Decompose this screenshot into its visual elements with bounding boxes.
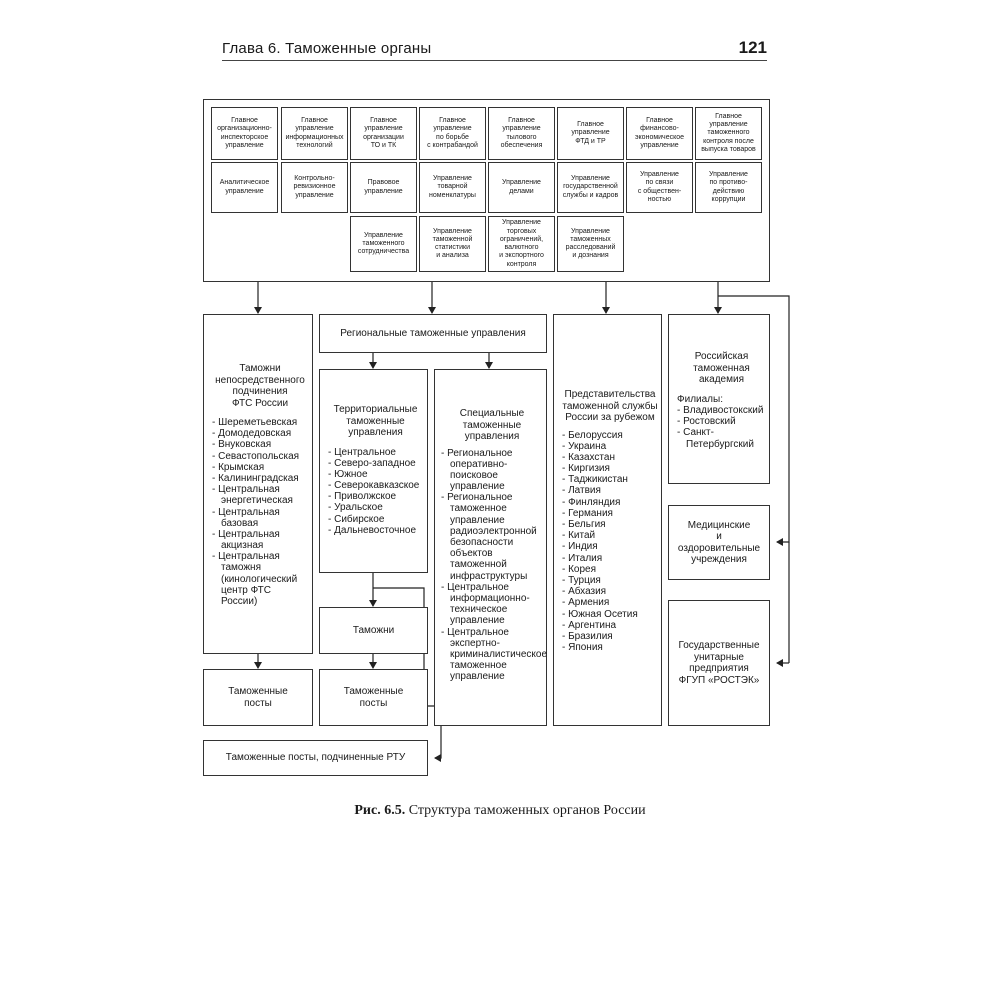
list-item: Аргентина [562,620,658,631]
department-box: Главное управление ФТД и ТР [557,107,624,160]
list-item: Абхазия [562,586,658,597]
medical-institutions-box: Медицинские и оздоровительные учреждения [668,505,770,580]
list-item: Приволжское [328,491,423,502]
regional-customs-box: Региональные таможенные управления [319,314,547,353]
list-item: Южное [328,469,423,480]
academy-branches-list: Владивостокский Ростовский Санкт-Петербу… [677,405,766,450]
representatives-box: Представительства таможенной службы Росс… [553,314,662,726]
header-divider [222,60,767,61]
department-box: Управление таможенных расследований и до… [557,216,624,272]
figure-label: Рис. 6.5. [354,803,406,818]
department-box: Главное управление таможенного контроля … [695,107,762,160]
chapter-title: Глава 6. Таможенные органы [222,40,432,57]
list-item: Региональное оперативно-поисковое управл… [441,448,543,493]
department-box: Правовое управление [350,162,417,213]
list-item: Центральное экспертно-криминалистическое… [441,627,547,683]
list-item: Южная Осетия [562,609,658,620]
department-box: Главное управление информационных технол… [281,107,348,160]
list-item: Северо-западное [328,458,423,469]
list-item: Корея [562,564,658,575]
list-item: Бельгия [562,519,658,530]
department-box: Главное управление тылового обеспечения [488,107,555,160]
list-item: Таджикистан [562,474,658,485]
academy-branches-label: Филиалы: [677,393,723,405]
territorial-customs-box: Территориальные таможенные управления Це… [319,369,428,573]
list-item: Внуковская [212,439,308,450]
customs-posts-box: Таможенные посты [319,669,428,726]
representatives-list: Белоруссия Украина Казахстан Киргизия Та… [562,430,658,654]
list-item: Владивостокский [677,405,766,416]
department-box: Управление таможенного сотрудничества [350,216,417,272]
customs-box: Таможни [319,607,428,654]
list-item: Центральная таможня (кинологический цент… [212,551,308,607]
list-item: Украина [562,441,658,452]
list-item: Япония [562,642,658,653]
list-item: Дальневосточное [328,525,423,536]
list-item: Финляндия [562,497,658,508]
special-customs-box: Специальные таможенные управления Регион… [434,369,547,726]
department-box: Аналитическое управление [211,162,278,213]
department-box: Управление по связи с обществен- ностью [626,162,693,213]
figure-caption-text: Структура таможенных органов России [405,803,646,818]
list-item: Севастопольская [212,451,308,462]
academy-title: Российская таможенная академия [693,351,750,385]
list-item: Калининградская [212,473,308,484]
list-item: Киргизия [562,463,658,474]
list-item: Казахстан [562,452,658,463]
list-item: Китай [562,530,658,541]
department-box: Контрольно- ревизионное управление [281,162,348,213]
list-item: Центральное [328,447,423,458]
academy-box: Российская таможенная академия Филиалы: … [668,314,770,484]
page-number: 121 [738,38,767,57]
department-box: Управление таможенной статистики и анали… [419,216,486,272]
direct-customs-list: Шереметьевская Домодедовская Внуковская … [212,417,308,607]
representatives-title: Представительства таможенной службы Росс… [562,389,658,423]
department-box: Управление товарной номенклатуры [419,162,486,213]
list-item: Латвия [562,485,658,496]
list-item: Санкт-Петербургский [677,427,766,449]
territorial-list: Центральное Северо-западное Южное Северо… [328,447,423,537]
list-item: Уральское [328,502,423,513]
list-item: Бразилия [562,631,658,642]
department-box: Главное организационно- инспекторское уп… [211,107,278,160]
list-item: Армения [562,597,658,608]
list-item: Турция [562,575,658,586]
direct-customs-title: Таможни непосредственного подчинения ФТС… [215,363,305,409]
state-enterprises-box: Государственные унитарные предприятия ФГ… [668,600,770,726]
rtu-posts-box: Таможенные посты, подчиненные РТУ [203,740,428,776]
list-item: Индия [562,541,658,552]
figure-caption: Рис. 6.5. Структура таможенных органов Р… [0,803,1000,819]
direct-customs-box: Таможни непосредственного подчинения ФТС… [203,314,313,654]
list-item: Центральная базовая [212,507,308,529]
department-box: Главное управление по борьбе с контрабан… [419,107,486,160]
list-item: Северокавказское [328,480,423,491]
list-item: Центральная акцизная [212,529,308,551]
department-box: Главное управление организации ТО и ТК [350,107,417,160]
list-item: Германия [562,508,658,519]
list-item: Центральная энергетическая [212,484,308,506]
special-title: Специальные таможенные управления [459,408,525,442]
list-item: Региональное таможенное управление радио… [441,492,543,582]
list-item: Домодедовская [212,428,308,439]
list-item: Шереметьевская [212,417,308,428]
list-item: Центральное информационно-техническое уп… [441,582,543,627]
list-item: Ростовский [677,416,766,427]
department-box: Управление по противо- действию коррупци… [695,162,762,213]
list-item: Италия [562,553,658,564]
department-box: Управление государственной службы и кадр… [557,162,624,213]
list-item: Крымская [212,462,308,473]
list-item: Сибирское [328,514,423,525]
special-list: Региональное оперативно-поисковое управл… [441,448,547,683]
department-box: Управление торговых ограничений, валютно… [488,216,555,272]
department-box: Управление делами [488,162,555,213]
customs-posts-box: Таможенные посты [203,669,313,726]
department-box: Главное финансово- экономическое управле… [626,107,693,160]
list-item: Белоруссия [562,430,658,441]
territorial-title: Территориальные таможенные управления [333,404,418,438]
